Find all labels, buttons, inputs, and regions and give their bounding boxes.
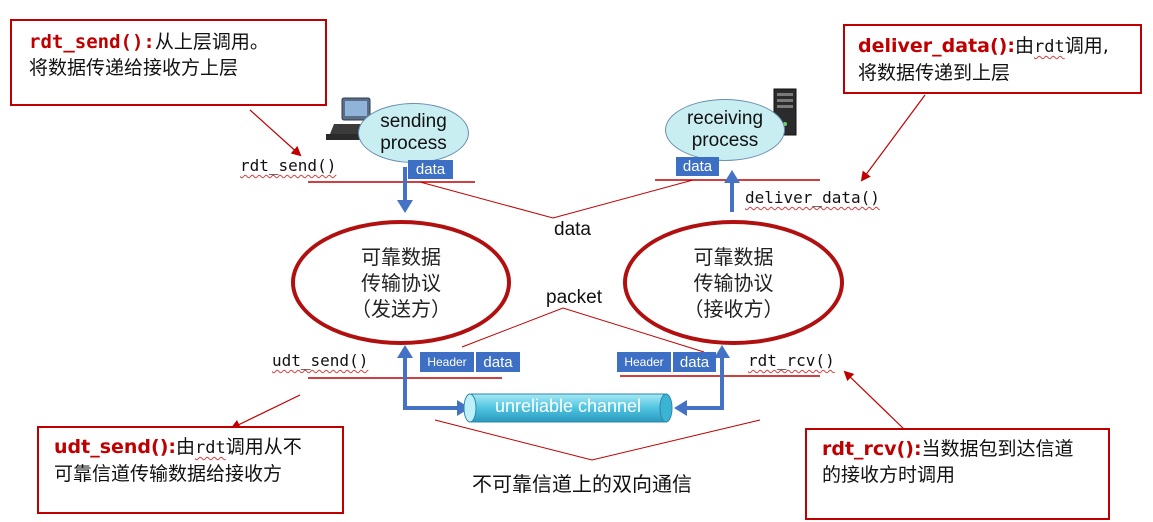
annotation-deliver-data-name: deliver_data(): [858, 35, 1015, 57]
annotation-deliver-data-text2: 将数据传递到上层 [858, 62, 1011, 84]
sending-process: sending process [358, 103, 469, 163]
packet-label: packet [546, 287, 602, 308]
annotation-deliver-data: deliver_data():由rdt调用, 将数据传递到上层 [843, 24, 1142, 94]
receiver-rdt-protocol: 可靠数据 传输协议 （接收方） [623, 220, 844, 345]
sender-down-arrow [397, 200, 413, 213]
sender-header-tag: Header [420, 352, 474, 372]
receiver-up-arrow [724, 170, 740, 183]
receiver-header-tag: Header [617, 352, 671, 372]
annotation-rdt-rcv-text2: 的接收方时调用 [822, 464, 956, 486]
sender-packet-data-tag: data [476, 352, 520, 372]
pointer-line-udt-send [230, 394, 301, 430]
pointer-line-deliver-data [860, 94, 926, 182]
annotation-rdt-send-text1: 从上层调用。 [154, 31, 269, 53]
pointer-line-rdt-rcv [843, 370, 906, 431]
sender-data-tag: data [408, 160, 453, 179]
data-label-lines [419, 179, 694, 219]
annotation-udt-send-text2: 可靠信道传输数据给接收方 [54, 463, 283, 485]
data-label: data [554, 219, 591, 240]
annotation-rdt-send: rdt_send():从上层调用。 将数据传递给接收方上层 [10, 19, 327, 106]
caption-label-lines [434, 419, 761, 461]
receiver-packet-data-tag: data [673, 352, 716, 372]
annotation-rdt-send-text2: 将数据传递给接收方上层 [29, 57, 239, 79]
sender-rdt-protocol: 可靠数据 传输协议 （发送方） [291, 220, 511, 345]
udt-send-call-label: udt_send() [272, 351, 369, 370]
annotation-rdt-send-name: rdt_send(): [29, 31, 155, 53]
annotation-udt-send-name: udt_send(): [54, 436, 176, 458]
annotation-rdt-rcv-name: rdt_rcv(): [822, 438, 922, 460]
bottom-caption: 不可靠信道上的双向通信 [472, 472, 692, 496]
packet-label-lines [461, 307, 705, 353]
sender-channel-connector [403, 356, 460, 410]
pointer-line-rdt-send [249, 109, 302, 157]
rdt-rcv-call-label: rdt_rcv() [748, 351, 835, 370]
receiver-data-tag: data [676, 157, 719, 176]
unreliable-channel-label: unreliable channel [494, 396, 642, 416]
rdt-send-call-label: rdt_send() [240, 156, 337, 175]
annotation-udt-send: udt_send():由rdt调用从不 可靠信道传输数据给接收方 [37, 426, 344, 514]
deliver-data-call-label: deliver_data() [745, 188, 880, 207]
unreliable-channel-pipe [463, 393, 673, 423]
annotation-rdt-rcv: rdt_rcv():当数据包到达信道 的接收方时调用 [805, 428, 1110, 520]
receiving-process: receiving process [665, 99, 785, 161]
receiver-channel-connector [684, 356, 724, 410]
